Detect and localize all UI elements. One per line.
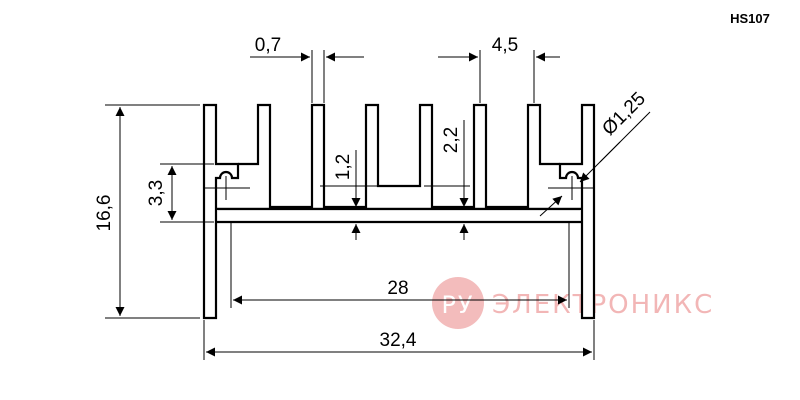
watermark-brand-long: ЭЛЕКТРОНИКС [492,290,714,320]
base-side-label: 2,2 [441,127,462,153]
hole-diameter-label: Ø1,25 [598,88,649,139]
heatsink-fins [238,103,560,209]
diameter-arrow-top [579,141,621,183]
base-center-label: 1,2 [333,154,354,180]
fin-pitch-label: 4,5 [492,35,518,56]
inner-width-label: 28 [387,278,408,299]
overall-width-label: 32,4 [380,330,417,351]
diameter-arrow-bottom [539,195,563,217]
part-code: HS107 [730,11,770,26]
watermark-brand-short: РУ [441,291,474,319]
height-label: 16,6 [94,195,115,232]
watermark: РУ ЭЛЕКТРОНИКС [432,277,714,329]
hole-height-label: 3,3 [146,180,167,206]
fin-thickness-label: 0,7 [255,35,281,56]
